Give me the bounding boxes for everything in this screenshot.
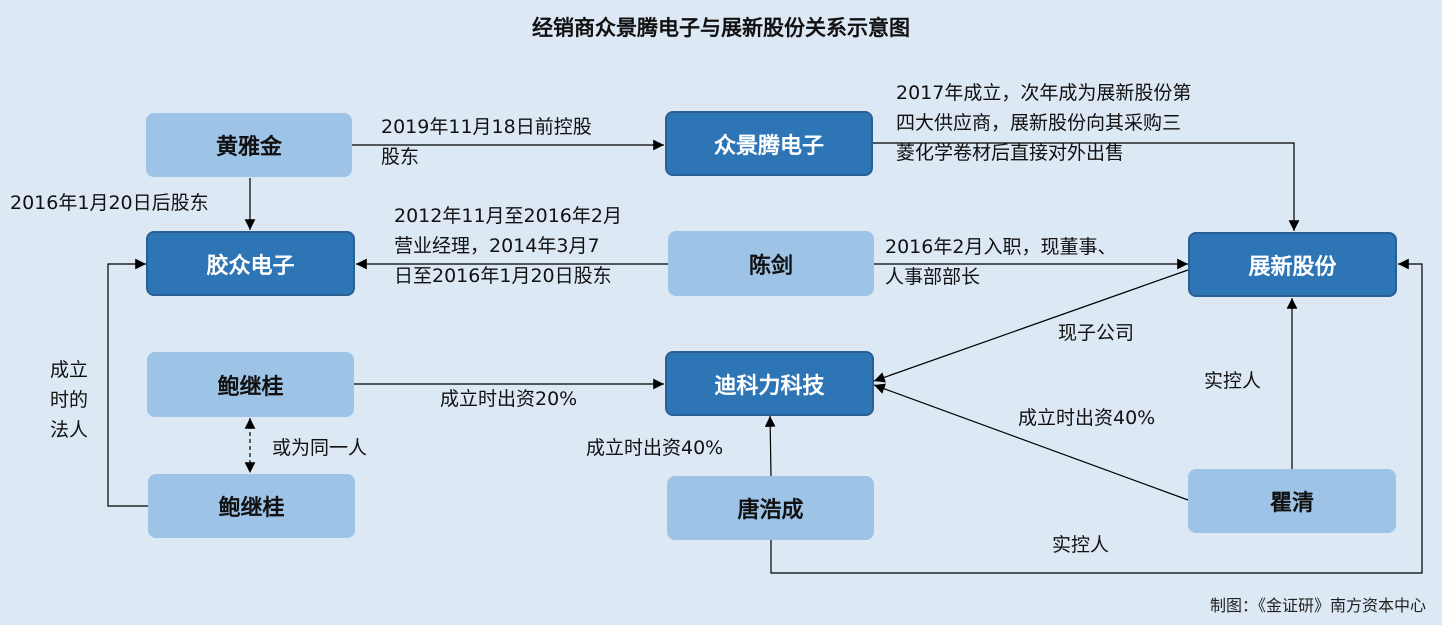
node-qu-qing: 瞿清 (1188, 469, 1396, 533)
label-qu-control: 实控人 (1204, 370, 1262, 392)
node-huang-yajin: 黄雅金 (146, 113, 352, 177)
node-jiaozhong: 胶众电子 (146, 231, 355, 296)
node-tang-haocheng: 唐浩成 (667, 476, 874, 540)
node-bao-jigui-1: 鲍继桂 (147, 352, 354, 417)
edge-tang-zhanxin (770, 258, 1423, 574)
node-bao-jigui-2: 鲍继桂 (148, 474, 355, 538)
node-dikeli: 迪科力科技 (665, 351, 874, 416)
node-zhongjingteng: 众景腾电子 (665, 111, 873, 176)
label-qu-invest: 成立时出资40% (1018, 407, 1156, 429)
edge-qu-dili (873, 383, 1189, 501)
label-huang-zjt: 2019年11月18日前控股股东 (381, 116, 592, 168)
node-zhanxin: 展新股份 (1188, 232, 1397, 297)
label-zjt-note: 2017年成立，次年成为展新股份第四大供应商，展新股份向其采购三菱化学卷材后直接… (896, 82, 1192, 164)
edge-tang-dili (764, 415, 776, 477)
diagram-title: 经销商众景腾电子与展新股份关系示意图 (532, 16, 910, 40)
label-tang-invest: 成立时出资40% (586, 437, 724, 459)
label-tang-control: 实控人 (1052, 534, 1110, 556)
edge-zhanxin-dili (873, 269, 1189, 383)
label-huang-jiaozhong: 2016年1月20日后股东 (10, 192, 209, 214)
footer-credit: 制图：《金证研》南方资本中心 (1209, 596, 1426, 615)
label-chen-zhanxin: 2016年2月入职，现董事、人事部部长 (885, 236, 1117, 288)
label-bao-invest: 成立时出资20% (440, 388, 578, 410)
node-chenjian: 陈剑 (668, 231, 874, 296)
edge-zjt-zhanxin (872, 142, 1300, 231)
label-subsidiary: 现子公司 (1058, 322, 1135, 344)
label-same-person: 或为同一人 (272, 437, 368, 459)
edge-bao2-jiaozhong (107, 258, 148, 507)
label-founder-legal: 成立时的法人 (50, 359, 89, 441)
